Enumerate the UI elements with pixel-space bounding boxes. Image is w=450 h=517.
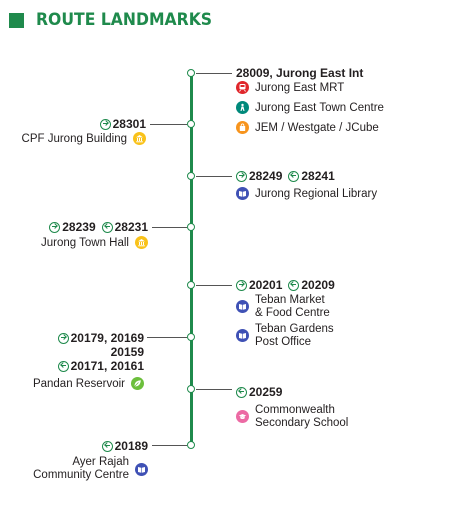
landmark-name-line: Teban Gardens [255,323,334,335]
stop-connector [147,336,187,338]
landmark-item: JEM / Westgate / JCube [236,121,379,134]
stop-code-row: 20159 [111,345,144,359]
book-icon [236,300,249,313]
landmark-item: Pandan Reservoir [33,377,144,390]
landmark-item: Ayer Rajah Community Centre [33,456,148,482]
stop-dot [187,69,195,77]
stop-code-row: 28249 28241 [236,169,335,183]
stop-code-row: 20179, 20169 [57,331,144,345]
stop-code-row: 20259 [236,385,282,399]
stop-code-row: 20201 20209 [236,278,335,292]
arrow-left-icon [57,360,69,372]
landmark-name-line: & Food Centre [255,307,330,319]
landmark-name-line: Post Office [255,336,312,348]
landmark-name-line: Community Centre [33,469,129,481]
bus-stop-code: 20171, 20161 [70,359,144,373]
landmark-name: Jurong East Town Centre [255,101,384,114]
arrow-right-icon [99,118,111,130]
stop-code-row: 28239 28231 [49,220,148,234]
civic-building-icon [133,132,146,145]
stop-dot [187,441,195,449]
stop-code-row: 20171, 20161 [57,359,144,373]
landmark-item: Commonwealth Secondary School [236,404,348,430]
landmark-item: Jurong Town Hall [41,236,148,249]
landmark-item: Jurong East Town Centre [236,101,384,114]
landmark-name-line: Teban Market [255,294,325,306]
landmark-name: JEM / Westgate / JCube [255,121,379,134]
bus-stop-code: 20259 [249,385,283,399]
arrow-left-icon [288,279,300,291]
arrow-left-icon [101,440,113,452]
stop-code-row: 28009, Jurong East Int [236,66,363,80]
arrow-right-icon [236,279,247,291]
stop-code-row: 28301 [99,117,146,131]
stop-dot [187,385,195,393]
stop-dot [187,223,195,231]
stop-connector [196,284,232,286]
landmark-item: Teban Gardens Post Office [236,323,334,349]
landmark-name-line: Secondary School [255,417,349,429]
bus-stop-code: 28239 [62,220,96,234]
arrow-right-icon [49,221,61,233]
stop-connector [152,226,187,228]
landmark-name-line: Commonwealth [255,404,335,416]
shopping-bag-icon [236,121,249,134]
stop-connector [196,388,232,390]
civic-building-icon [135,236,148,249]
stop-dot [187,333,195,341]
bus-stop-code: 20201 [249,278,283,292]
book-icon [135,462,148,476]
bus-stop-code: 28231 [114,220,148,234]
arrow-left-icon [101,221,113,233]
book-icon [236,329,249,342]
arrow-left-icon [236,386,247,398]
section-header: ROUTE LANDMARKS [9,8,227,32]
landmark-item: CPF Jurong Building [22,132,146,145]
landmark-name: CPF Jurong Building [21,132,127,145]
bus-stop-code: 28241 [301,169,335,183]
page-title: ROUTE LANDMARKS [36,10,213,30]
stop-connector [196,72,232,74]
arrow-right-icon [236,170,247,182]
arrow-right-icon [57,332,69,344]
landmark-name: Jurong Town Hall [40,236,129,249]
train-icon [236,81,249,94]
stop-code-row: 20189 [101,439,148,453]
bus-stop-code: 28301 [112,117,146,131]
bus-stop-code: 20209 [301,278,335,292]
arrow-left-icon [288,170,300,182]
landmark-item: Jurong Regional Library [236,187,377,200]
landmark-name: Pandan Reservoir [32,377,125,390]
stop-dot [187,281,195,289]
stop-dot [187,172,195,180]
bus-stop-code: 20179, 20169 [70,331,144,345]
landmark-item: Teban Market & Food Centre [236,294,330,320]
stop-connector [150,123,187,125]
leaf-icon [131,377,144,390]
landmark-item: Jurong East MRT [236,81,344,94]
landmark-name-line: Ayer Rajah [72,456,129,468]
route-line [189,72,193,446]
bus-stop-code: 20159 [110,345,144,359]
stop-dot [187,120,195,128]
stop-connector [196,175,232,177]
park-icon [236,101,249,114]
landmark-name: Jurong East MRT [255,81,345,94]
bus-stop-code: 20189 [114,439,148,453]
stop-connector [152,444,187,446]
book-icon [236,187,249,200]
header-square-icon [9,12,24,28]
landmark-name: Jurong Regional Library [255,187,378,200]
bus-stop-code: 28009, Jurong East Int [236,66,364,80]
graduation-cap-icon [236,410,249,423]
bus-stop-code: 28249 [249,169,283,183]
